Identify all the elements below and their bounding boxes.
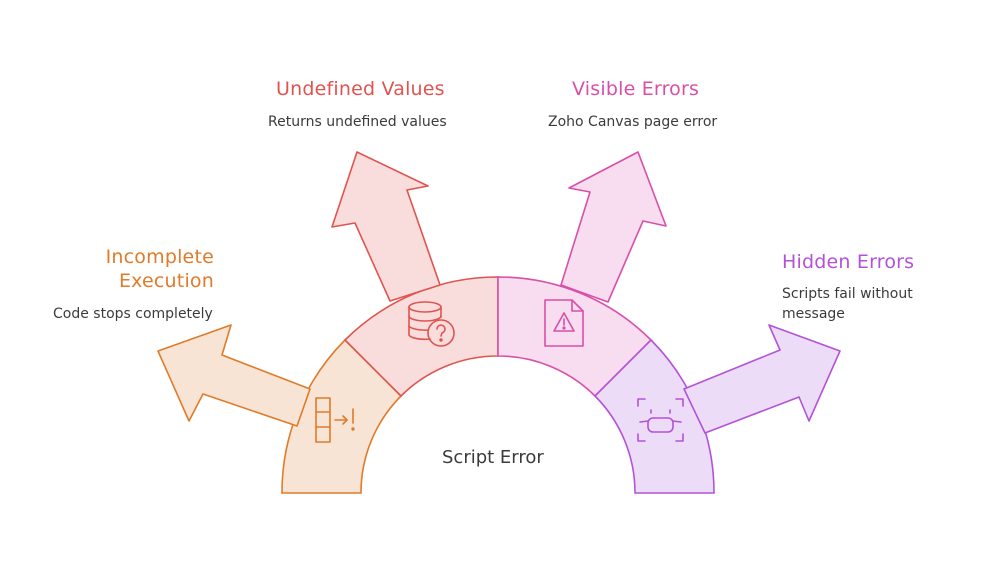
segment-hidden	[593, 338, 715, 494]
branch-description-incomplete: Code stops completely	[53, 306, 213, 322]
branch-description-visible: Zoho Canvas page error	[548, 114, 718, 130]
branch-title-incomplete-line1: Incomplete	[105, 246, 214, 268]
arrow-visible	[560, 151, 667, 303]
masked-face-icon	[637, 398, 684, 442]
arrow-undefined	[331, 151, 441, 302]
document-warning-icon	[544, 299, 584, 347]
branch-title-incomplete-line2: Execution	[118, 270, 214, 292]
database-question-icon	[408, 301, 455, 347]
center-label: Script Error	[442, 447, 544, 468]
branch-title-visible: Visible Errors	[572, 78, 700, 100]
sequence-stop-icon	[315, 397, 355, 443]
branch-description-undefined: Returns undefined values	[268, 114, 447, 130]
branch-description-hidden-line1: Scripts fail without	[782, 286, 913, 302]
branch-title-hidden: Hidden Errors	[782, 251, 915, 273]
arrow-hidden	[683, 324, 841, 434]
arrow-incomplete	[157, 324, 311, 427]
branch-description-hidden-line2: message	[782, 306, 845, 322]
branch-title-undefined: Undefined Values	[276, 78, 445, 100]
